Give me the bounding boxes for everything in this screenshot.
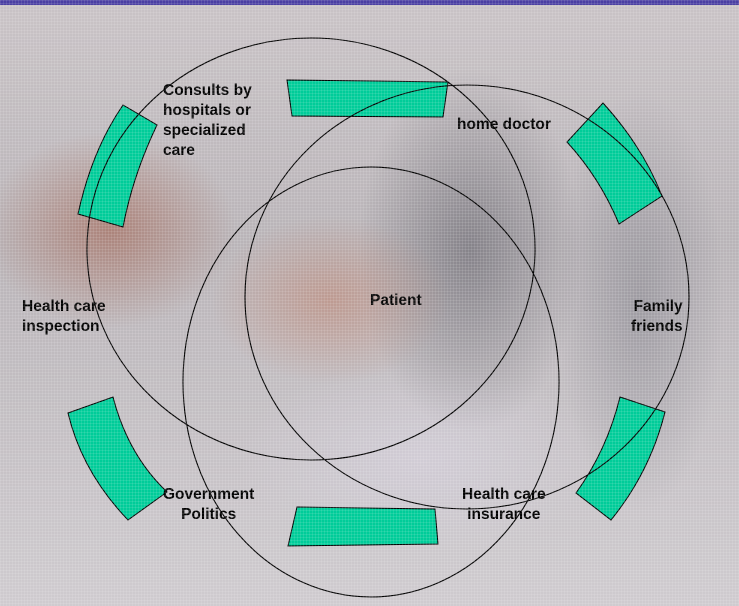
segment-bottom-left	[68, 397, 167, 520]
label-government: Government Politics	[163, 485, 254, 525]
label-home-doctor: home doctor	[457, 115, 551, 135]
label-inspection: Health care inspection	[22, 297, 106, 337]
label-family-friends: Family friends	[631, 297, 683, 337]
label-consults: Consults by hospitals or specialized car…	[163, 81, 252, 161]
label-patient: Patient	[370, 291, 422, 311]
segment-group	[68, 80, 665, 546]
segment-top-left	[78, 105, 157, 227]
segment-bottom	[288, 507, 438, 546]
segment-top-right	[567, 103, 662, 224]
segment-top	[287, 80, 448, 117]
label-insurance: Health care insurance	[462, 485, 546, 525]
